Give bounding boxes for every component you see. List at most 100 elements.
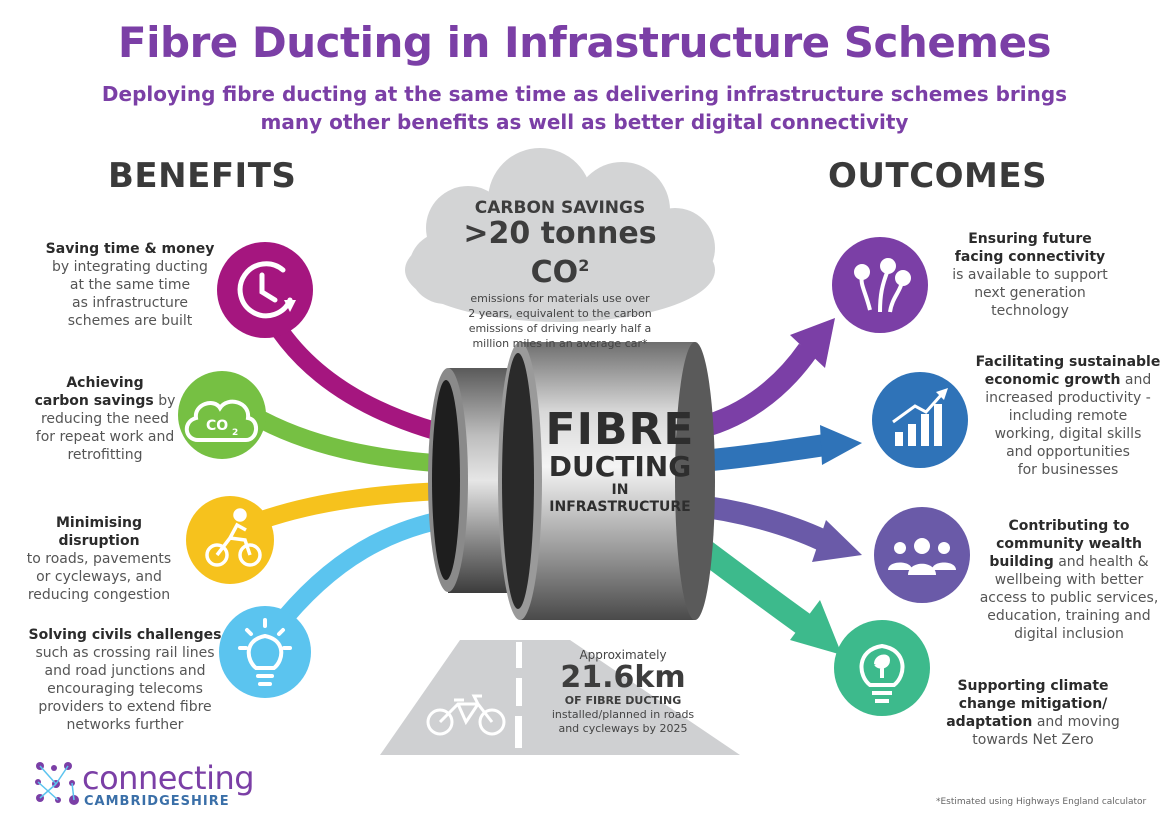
outcome-line: and [1124,372,1152,388]
outcome-title: economic growth [984,372,1121,388]
outcome-line: for businesses [1017,462,1119,478]
benefit-title: carbon savings [34,393,154,409]
outcome-line: technology [991,303,1069,319]
co2-cloud-icon: CO 2 [184,399,258,442]
growth-chart-icon [892,388,948,446]
fibre-label-line: DUCTING [548,450,692,483]
outcome-line: access to public services, [979,590,1159,606]
outcome-community-wealth: Contributing to community wealth buildin… [974,517,1164,643]
clock-icon [237,261,296,319]
carbon-savings-heading: CARBON SAVINGS [474,198,646,218]
outcome-title: Ensuring future [968,231,1092,247]
road-graphic [380,640,740,755]
fibre-strands-icon [854,258,911,313]
carbon-savings-callout: CARBON SAVINGS >20 tonnes CO2 emissions … [436,198,684,351]
svg-text:CO: CO [206,418,228,434]
fibre-duct-pipe [428,342,715,620]
leaf-bulb-icon [859,643,905,703]
fibre-label-line: FIBRE [545,404,695,455]
benefit-minimising-disruption: Minimising disruption to roads, pavement… [14,514,184,604]
outcome-line: and opportunities [1006,444,1130,460]
benefit-line: reducing the need [40,411,170,427]
outcome-line: is available to support [952,267,1108,283]
fibre-label-line: INFRASTRUCTURE [549,499,691,515]
carbon-value-sup: 2 [578,256,590,275]
benefit-line: and road junctions and [44,663,206,679]
benefit-line: such as crossing rail lines [35,645,215,661]
benefit-line: reducing congestion [27,587,171,603]
benefit-line: networks further [66,717,184,733]
benefit-line: at the same time [69,277,191,293]
carbon-desc-line: 2 years, equivalent to the carbon [468,307,652,320]
outcome-line: education, training and [987,608,1151,624]
outcome-line: and health & [1058,554,1149,570]
road-sub: OF FIBRE DUCTING installed/planned in ro… [528,694,718,736]
carbon-cloud [405,148,715,322]
community-icon [888,538,956,575]
benefit-line: or cycleways, and [36,569,162,585]
outcome-line: wellbeing with better [994,572,1144,588]
carbon-desc-line: million miles in an average car* [472,337,648,350]
benefit-saving-time: Saving time & money by integrating ducti… [40,240,220,330]
outcome-line: working, digital skills [994,426,1142,442]
outcome-title: change mitigation/ [958,696,1108,712]
fibre-label-line: IN [611,482,629,498]
outcome-title: Supporting climate [957,678,1109,694]
outcome-line: and moving [1036,714,1120,730]
road-approx: Approximately [579,648,667,662]
outcome-line: towards Net Zero [972,732,1094,748]
connecting-cambridgeshire-logo: connecting CAMBRIDGESHIRE [82,759,255,809]
cyclist-icon [205,508,262,567]
benefit-title: Saving time & money [45,241,215,257]
subtitle-line-2: many other benefits as well as better di… [260,110,909,134]
outcome-title: adaptation [946,714,1033,730]
outcome-title: facing connectivity [954,249,1106,265]
benefit-title: Achieving [66,375,144,391]
benefit-carbon-savings: Achieving carbon savings by reducing the… [20,374,190,464]
benefit-line: as infrastructure [72,295,188,311]
benefit-line: by [158,393,176,409]
outcome-line: including remote [1008,408,1128,424]
outcome-future-connectivity: Ensuring future facing connectivity is a… [930,230,1130,320]
outcome-line: next generation [974,285,1086,301]
connecting-cambridgeshire-logo-mark [35,762,79,805]
svg-text:2: 2 [232,428,238,438]
road-sub-line: and cycleways by 2025 [558,722,688,735]
benefit-solving-civils: Solving civils challenges such as crossi… [20,626,230,734]
outcome-title: Contributing to [1008,518,1130,534]
outcome-line: digital inclusion [1014,626,1124,642]
benefit-line: by integrating ducting [52,259,208,275]
road-callout: Approximately 21.6km OF FIBRE DUCTING in… [528,648,718,736]
outcome-title: building [989,554,1054,570]
benefit-line: encouraging telecoms [47,681,203,697]
outcome-title: Facilitating sustainable [975,354,1161,370]
page-subtitle: Deploying fibre ducting at the same time… [100,80,1069,136]
logo-sub-text: CAMBRIDGESHIRE [84,794,230,809]
outcome-climate-change: Supporting climate change mitigation/ ad… [938,677,1128,749]
carbon-savings-value: >20 tonnes CO2 [436,218,684,289]
benefit-line: to roads, pavements [26,551,172,567]
benefit-line: for repeat work and [35,429,175,445]
benefit-line: schemes are built [67,313,193,329]
subtitle-line-1: Deploying fibre ducting at the same time… [101,82,1068,106]
carbon-value-text: >20 tonnes CO [463,216,657,290]
benefit-line: retrofitting [67,447,143,463]
page-title: Fibre Ducting in Infrastructure Schemes [117,18,1052,67]
outcome-line: increased productivity - [985,390,1151,406]
outcome-economic-growth: Facilitating sustainable economic growth… [970,353,1166,479]
outcome-title: community wealth [996,536,1142,552]
benefit-title: Solving civils challenges [28,627,222,643]
outcomes-heading: OUTCOMES [828,156,1048,196]
carbon-savings-desc: emissions for materials use over 2 years… [436,291,684,351]
lightbulb-icon [238,618,292,686]
benefit-line: providers to extend fibre [38,699,212,715]
road-km-value: 21.6km [560,660,686,695]
benefit-title: Minimising disruption [55,515,142,549]
outcome-arrows [682,318,862,655]
logo-main-text: connecting [82,759,255,797]
road-sub-line: installed/planned in roads [551,708,695,721]
road-sub-bold: OF FIBRE DUCTING [564,694,682,707]
carbon-desc-line: emissions of driving nearly half a [468,322,652,335]
fibre-ducting-label: FIBRE DUCTING IN INFRASTRUCTURE [540,408,700,516]
